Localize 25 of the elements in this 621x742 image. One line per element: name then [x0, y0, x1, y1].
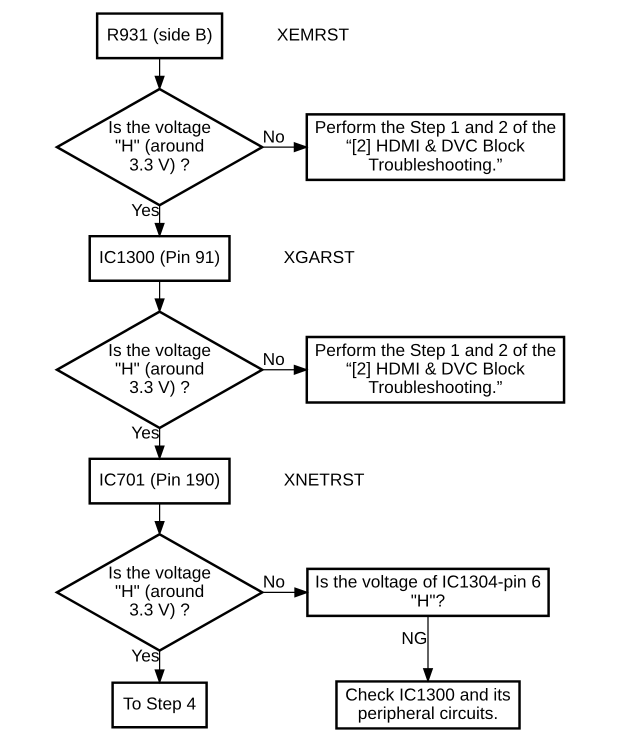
node-box: IC701 (Pin 190) [88, 458, 231, 505]
node-label: XNETRST [284, 470, 364, 490]
node-label: XEMRST [276, 24, 350, 44]
node-label: XGARST [284, 247, 355, 268]
node-box: To Step 4 [111, 681, 208, 728]
node-box: Check IC1300 and its peripheral circuits. [335, 680, 521, 730]
edge-label: No [262, 349, 285, 370]
arrow [422, 616, 434, 683]
arrow [154, 58, 165, 91]
arrow [154, 281, 165, 314]
arrow [262, 364, 309, 375]
arrow [154, 504, 165, 536]
node-box: R931 (side B) [96, 12, 224, 60]
node-box: IC1300 (Pin 91) [88, 234, 231, 282]
node-box: Is the voltage of IC1304-pin 6 "H"? [306, 568, 550, 618]
arrow [154, 428, 165, 460]
edge-label: NG [401, 628, 428, 648]
node-box: Perform the Step 1 and 2 of the “[2] HDMI & DVC Block Troubleshooting.” [306, 113, 566, 182]
edge-label: No [262, 572, 286, 592]
arrow [154, 205, 165, 238]
arrow [262, 587, 310, 598]
edge-label: No [262, 126, 285, 146]
node-box: Perform the Step 1 and 2 of the “[2] HDMI & DVC Block Troubleshooting.” [306, 336, 566, 404]
arrow [262, 142, 309, 152]
arrow [154, 650, 165, 684]
